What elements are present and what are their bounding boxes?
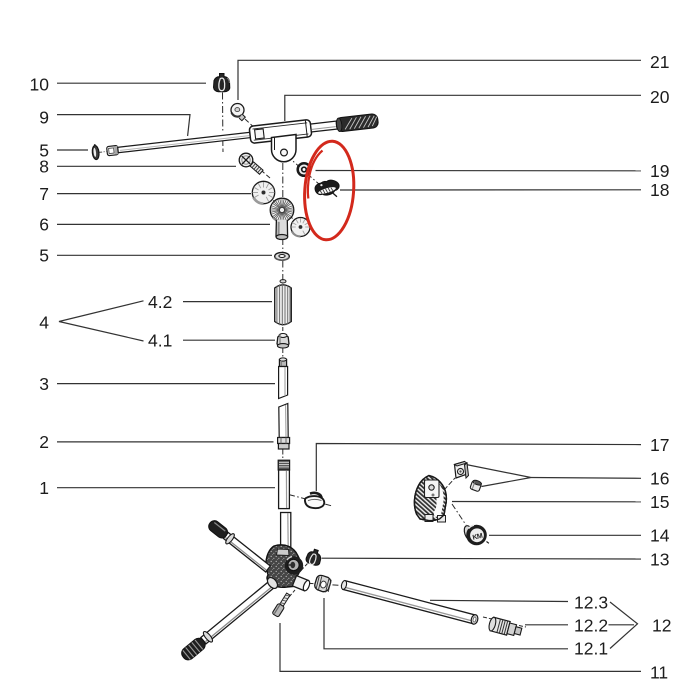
svg-text:17: 17 bbox=[650, 435, 669, 455]
svg-text:4.2: 4.2 bbox=[148, 292, 172, 312]
svg-text:2: 2 bbox=[39, 432, 49, 452]
svg-text:19: 19 bbox=[650, 161, 669, 181]
svg-text:7: 7 bbox=[39, 184, 49, 204]
svg-text:6: 6 bbox=[39, 215, 49, 235]
svg-text:20: 20 bbox=[650, 87, 670, 107]
svg-text:14: 14 bbox=[650, 526, 670, 546]
svg-text:12.1: 12.1 bbox=[574, 639, 608, 659]
svg-text:18: 18 bbox=[650, 180, 669, 200]
svg-text:8: 8 bbox=[39, 157, 49, 177]
svg-text:10: 10 bbox=[30, 75, 50, 95]
svg-text:9: 9 bbox=[39, 107, 49, 127]
svg-text:4: 4 bbox=[39, 312, 49, 332]
svg-text:12.2: 12.2 bbox=[574, 615, 608, 635]
svg-text:21: 21 bbox=[650, 52, 669, 72]
svg-text:11: 11 bbox=[650, 663, 668, 683]
svg-text:12: 12 bbox=[652, 615, 671, 635]
svg-text:1: 1 bbox=[39, 478, 49, 498]
svg-text:3: 3 bbox=[39, 374, 49, 394]
svg-text:13: 13 bbox=[650, 549, 669, 569]
svg-text:5: 5 bbox=[39, 246, 49, 266]
svg-text:12.3: 12.3 bbox=[574, 593, 608, 613]
svg-text:4.1: 4.1 bbox=[148, 331, 172, 351]
svg-text:KM: KM bbox=[472, 533, 484, 542]
svg-text:16: 16 bbox=[650, 469, 669, 489]
svg-text:15: 15 bbox=[650, 492, 669, 512]
svg-text:5: 5 bbox=[39, 140, 49, 160]
